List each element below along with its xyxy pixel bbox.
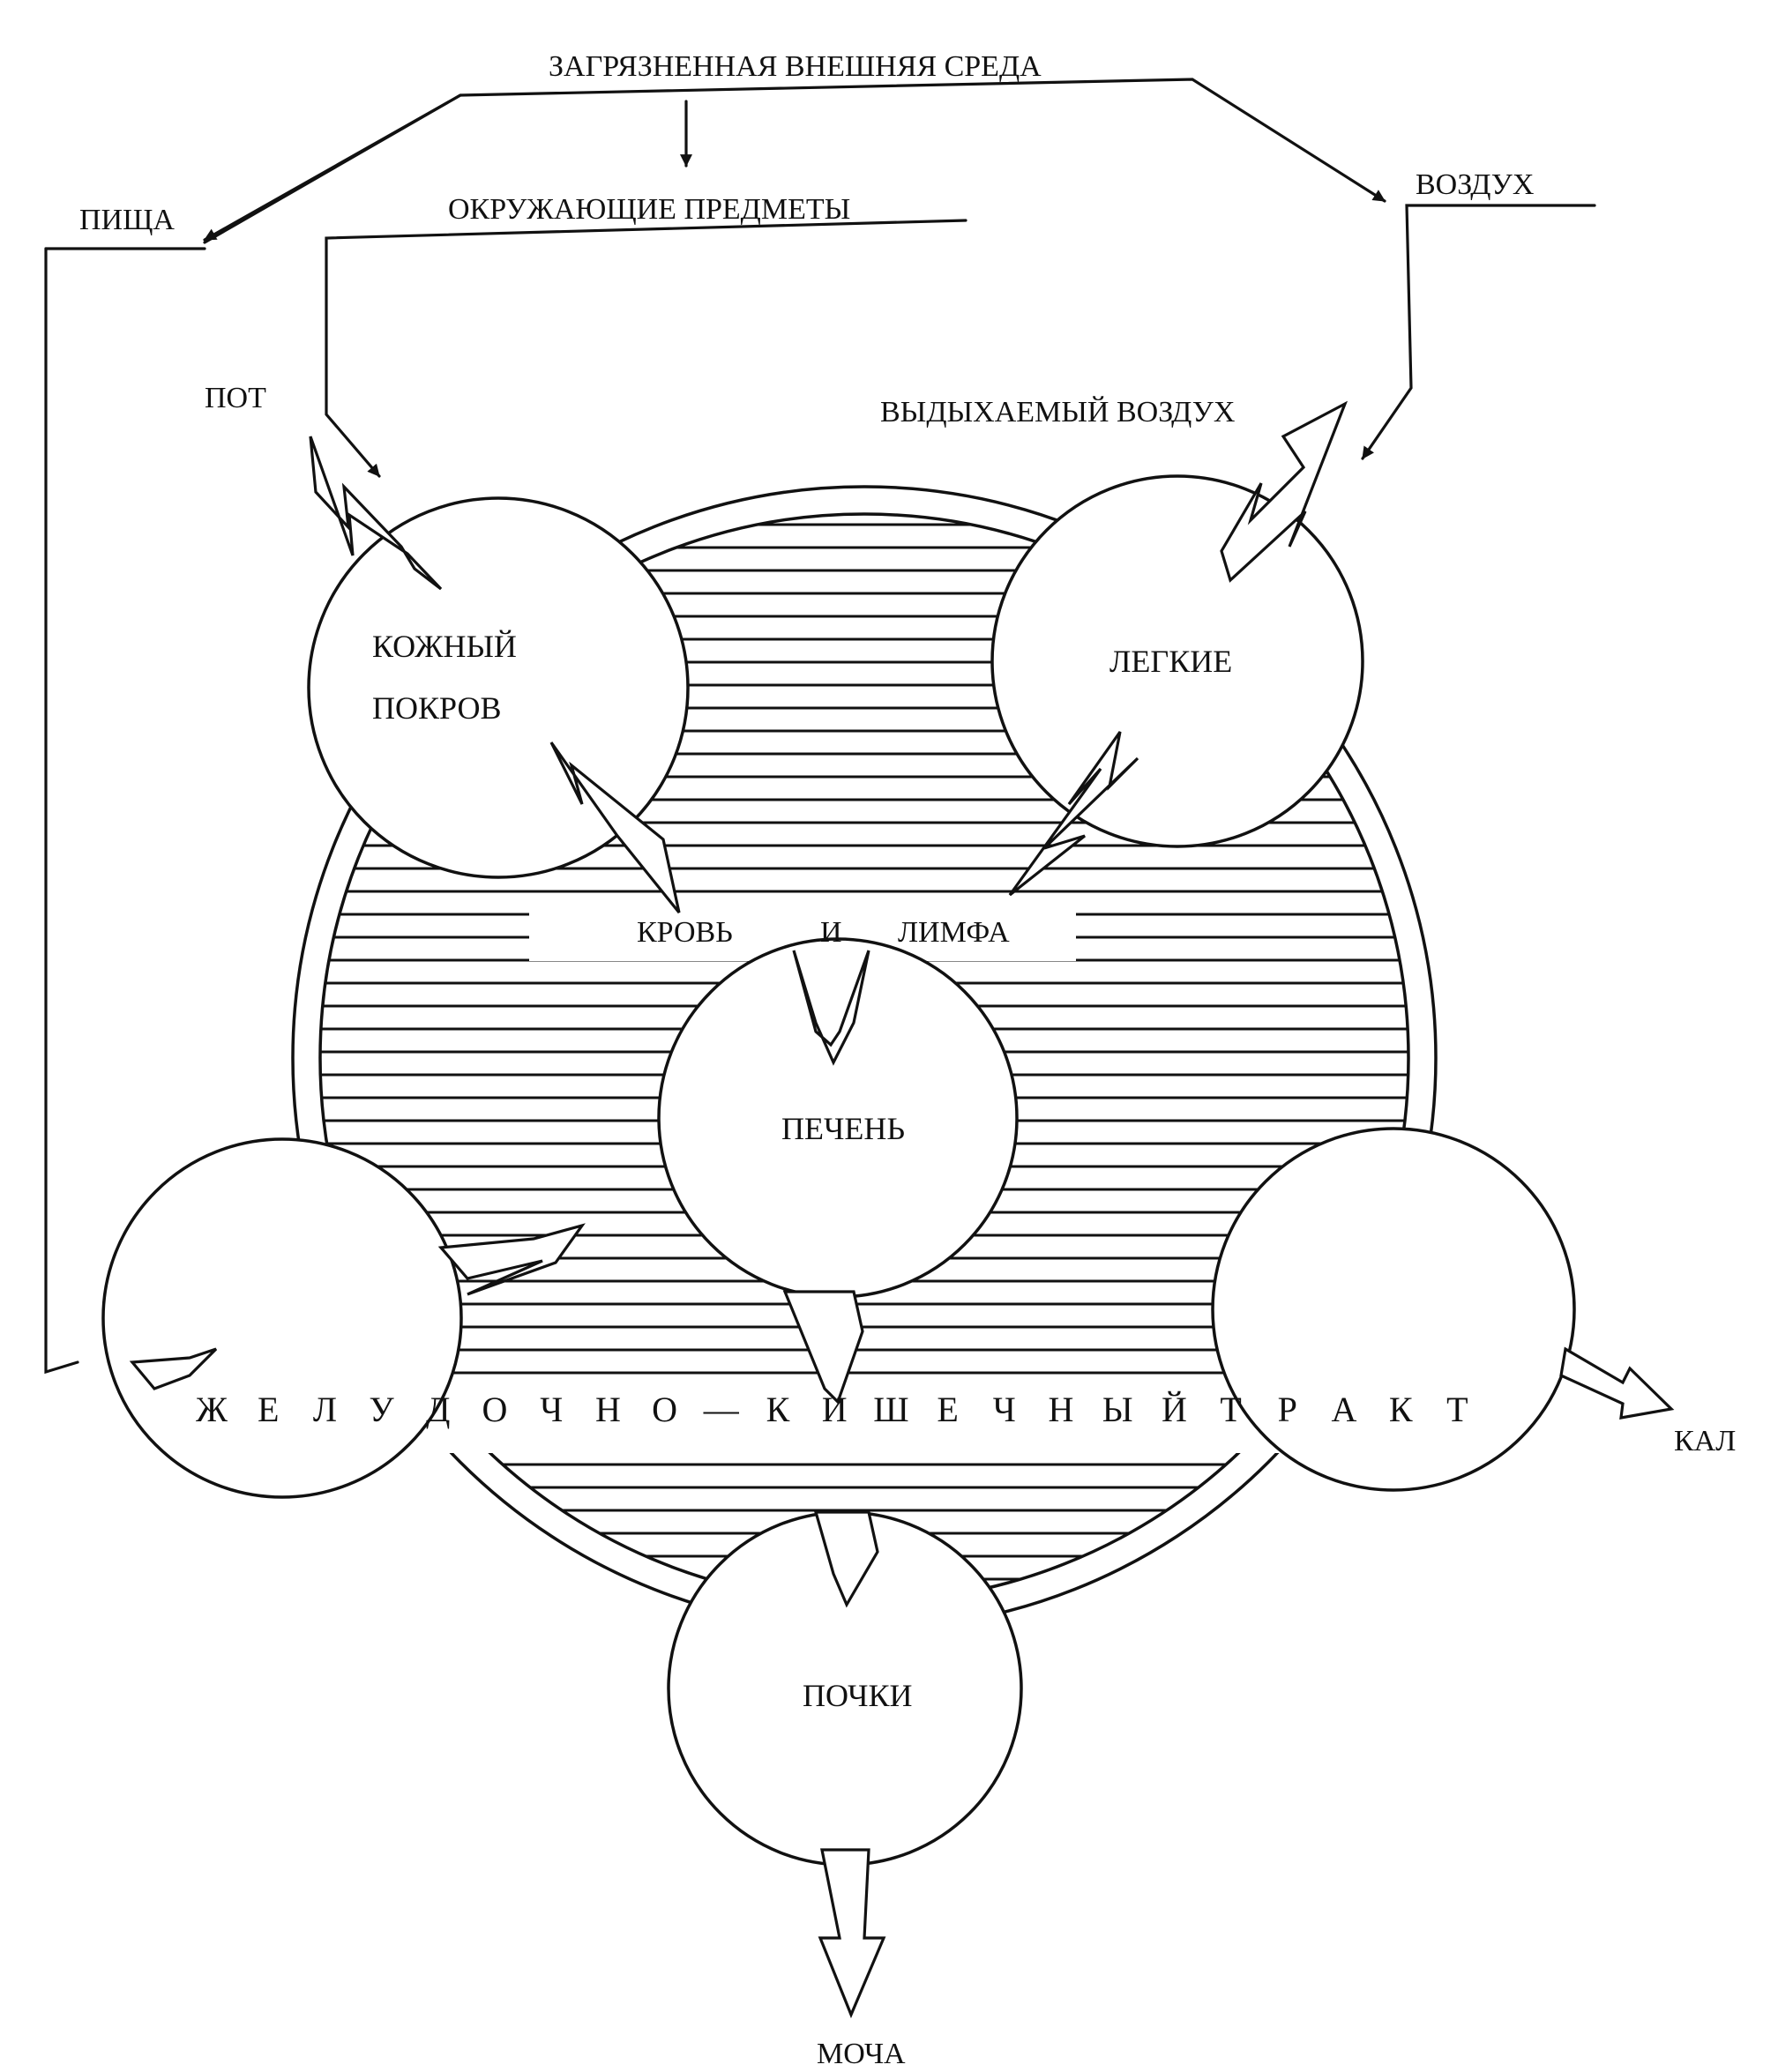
gi-tract-letter: Л [313,1390,337,1429]
lymph-label: ЛИМФА [898,916,1010,949]
objects-to-skin-line [325,219,967,478]
gi-tract-letter: Т [1446,1390,1468,1429]
lungs-organ [990,474,1364,848]
feces-label: КАЛ [1674,1425,1736,1457]
food-into-stomach-arrow [129,1347,218,1390]
gi-tract-letter: Ж [196,1390,228,1429]
feces-arrow [1559,1346,1675,1420]
gi-tract-letter: Й [1162,1390,1187,1429]
air-label: ВОЗДУХ [1416,168,1534,201]
env-label: ЗАГРЯЗНЕННАЯ ВНЕШНЯЯ СРЕДА [549,50,1042,83]
gi-tract-letter: А [1332,1390,1357,1429]
external-pathways [44,78,1596,1375]
exhaled-air-arrow [1220,400,1348,583]
sweat-label: ПОТ [205,382,266,414]
flow-arrows [129,400,1675,2019]
gi-tract-letter: Е [937,1390,958,1429]
gi-tract-letter: Т [1220,1390,1241,1429]
stomach-organ [101,1137,463,1499]
gi-tract-letter: К [1389,1390,1413,1429]
food-to-tract-line [44,247,79,1375]
gi-tract-letter: Ш [873,1390,908,1429]
urine-label: МОЧА [817,2038,906,2070]
liver-to-tract-arrow [782,1290,864,1405]
gi-tract-letter: Д [426,1390,450,1429]
skin-to-blood-arrow [549,742,681,914]
lungs-label: ЛЕГКИЕ [1109,644,1232,679]
urine-arrow [818,1848,886,2019]
gi-tract-letter: Ч [993,1390,1016,1429]
blood-to-lungs-arrow [1008,731,1139,897]
gi-tract-letter: Ч [540,1390,563,1429]
gi-tract-letter: — [703,1390,740,1429]
air-to-lungs-line [1361,204,1596,460]
and-label: И [820,916,842,949]
sweat-arrow [309,436,443,591]
gi-tract-letter: Н [1049,1390,1074,1429]
food-label: ПИЩА [79,204,175,236]
blood-to-kidneys-arrow [813,1510,879,1608]
gi-tract-letter: Ы [1102,1390,1133,1429]
skin-label-line2: ПОКРОВ [372,690,501,726]
gi-tract-letter: Н [595,1390,621,1429]
liver-label: ПЕЧЕНЬ [781,1111,905,1146]
tract-to-blood-arrow [437,1223,586,1296]
kidneys-label: ПОЧКИ [803,1678,913,1713]
labels: ЗАГРЯЗНЕННАЯ ВНЕШНЯЯ СРЕДА ОКРУЖАЮЩИЕ ПР… [79,50,1736,2070]
gi-tract-letter: И [822,1390,848,1429]
objects-label: ОКРУЖАЮЩИЕ ПРЕДМЕТЫ [448,193,850,226]
intestine-organ [1211,1127,1576,1492]
gi-tract-letter: О [482,1390,508,1429]
gi-tract-letter: Е [258,1390,279,1429]
gi-tract-letter: У [369,1390,394,1429]
exhaled-air-label: ВЫДЫХАЕМЫЙ ВОЗДУХ [880,396,1235,429]
blood-label: КРОВЬ [637,916,733,949]
env-to-food-line [203,93,462,242]
gi-tract-letter: К [766,1390,790,1429]
gi-tract-letter: О [652,1390,677,1429]
skin-label-line1: КОЖНЫЙ [372,629,517,664]
blood-to-liver-arrow [792,950,870,1066]
gi-tract-letter: Р [1278,1390,1297,1429]
